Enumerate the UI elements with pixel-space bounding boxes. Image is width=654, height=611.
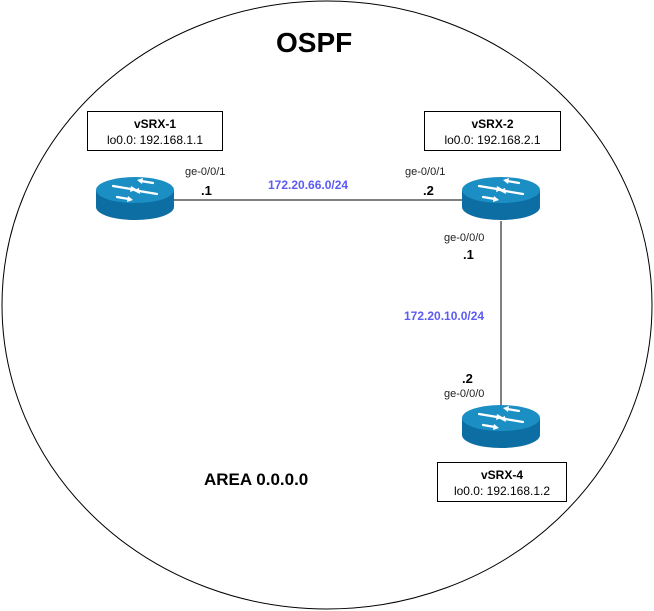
interface-label: ge-0/0/1 [185, 166, 226, 178]
diagram-title: OSPF [276, 27, 353, 58]
router-box-vsrx1[interactable]: vSRX-1 lo0.0: 192.168.1.1 [87, 111, 223, 151]
ip-suffix-label: .2 [462, 371, 473, 386]
router-icon[interactable] [460, 403, 542, 450]
ip-suffix-label: .1 [463, 247, 474, 262]
ip-suffix-label: .1 [201, 183, 212, 198]
router-loopback: lo0.0: 192.168.1.1 [106, 133, 204, 147]
ip-suffix-label: .2 [423, 183, 434, 198]
interface-label: ge-0/0/0 [444, 388, 485, 400]
router-icon[interactable] [460, 175, 542, 222]
router-icon[interactable] [94, 175, 176, 222]
router-box-vsrx2[interactable]: vSRX-2 lo0.0: 192.168.2.1 [424, 111, 561, 151]
network-label: 172.20.66.0/24 [268, 178, 349, 192]
router-name: vSRX-4 [480, 468, 524, 482]
area-label: AREA 0.0.0.0 [204, 470, 309, 489]
router-loopback: lo0.0: 192.168.1.2 [453, 484, 551, 498]
router-loopback: lo0.0: 192.168.2.1 [444, 133, 541, 147]
interface-label: ge-0/0/1 [405, 166, 446, 178]
network-label: 172.20.10.0/24 [404, 309, 485, 323]
router-name: vSRX-2 [471, 117, 514, 131]
router-name: vSRX-1 [133, 117, 177, 131]
interface-label: ge-0/0/0 [444, 232, 485, 244]
router-box-vsrx4[interactable]: vSRX-4 lo0.0: 192.168.1.2 [437, 462, 567, 502]
